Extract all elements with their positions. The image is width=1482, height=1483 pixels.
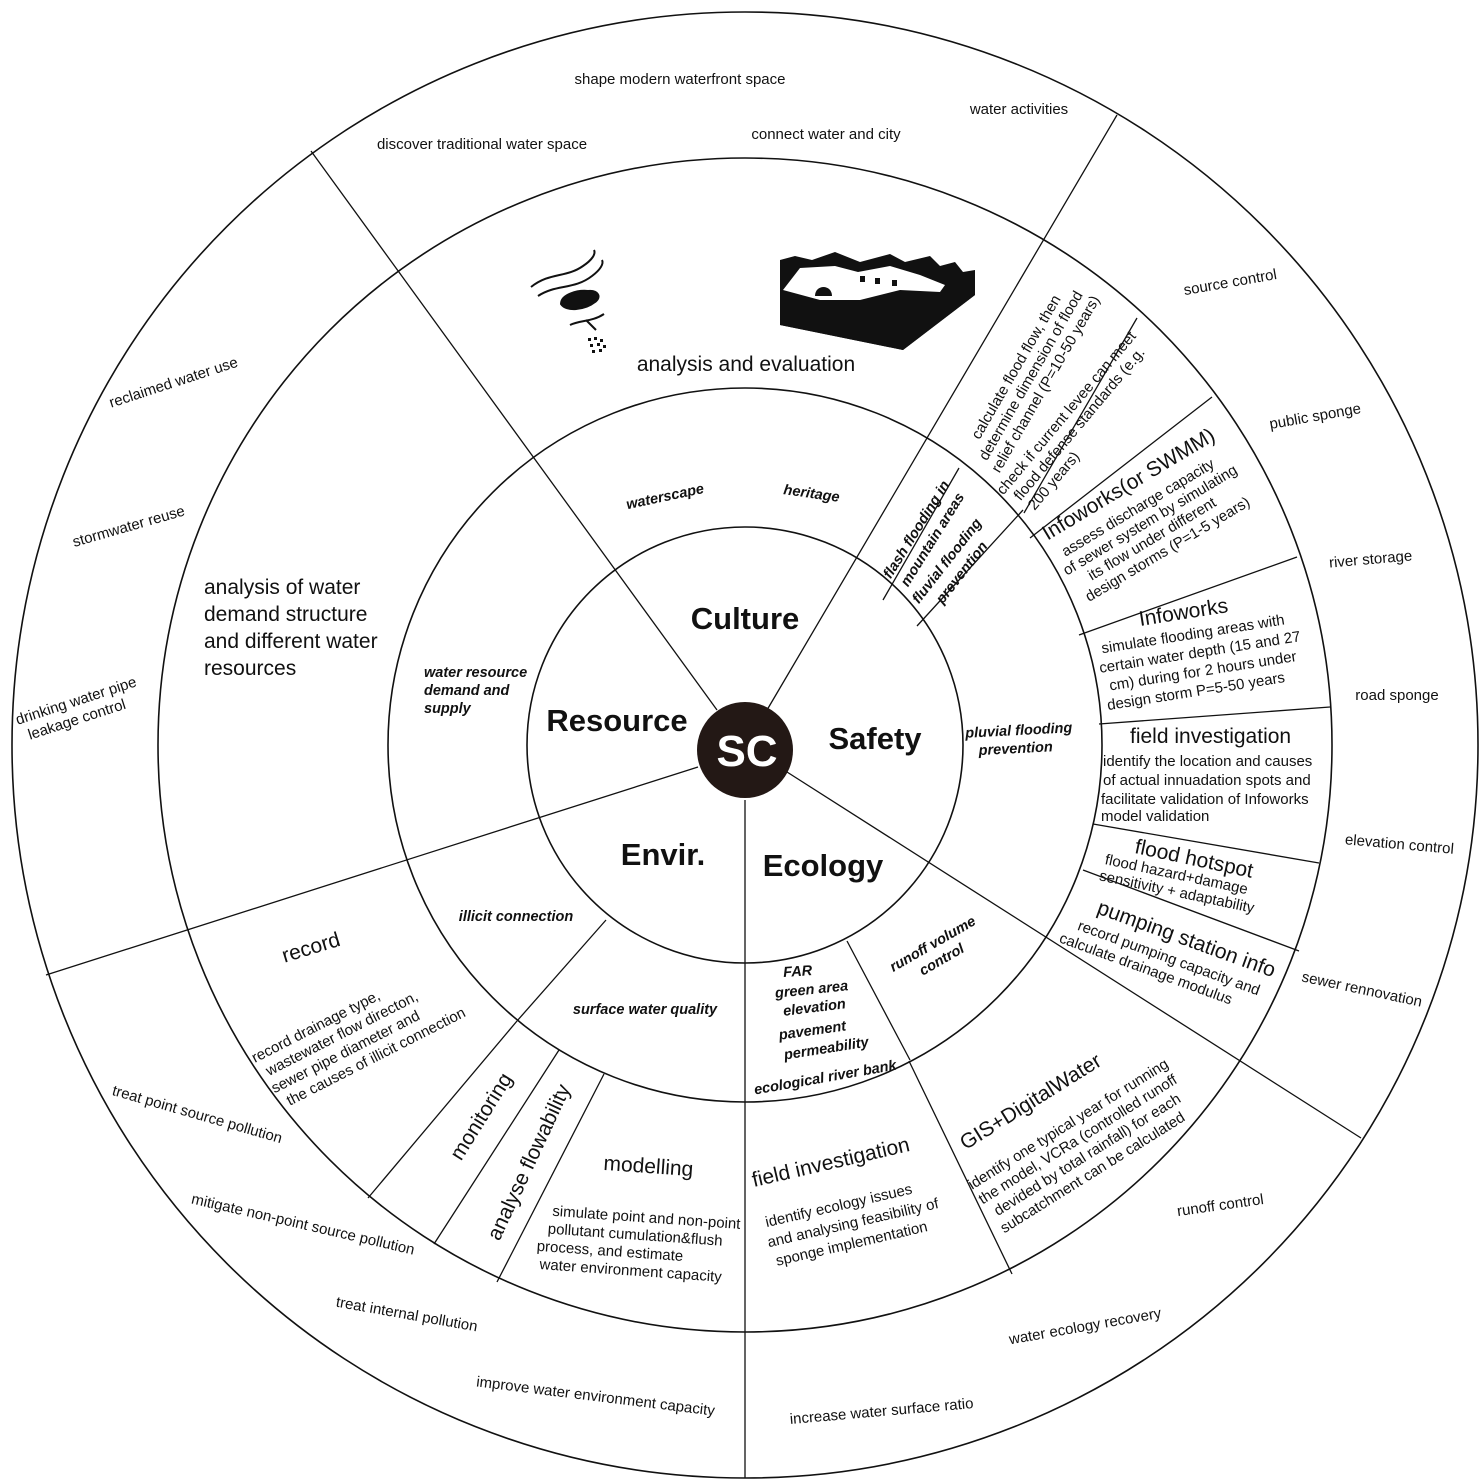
method-modelling: modelling simulate point and non-point p…: [536, 1152, 742, 1286]
method-analysis-evaluation: analysis and evaluation: [637, 353, 855, 376]
measure-sewer-rennovation: sewer rennovation: [1300, 969, 1423, 1011]
aspect-water-resource-2: demand and: [424, 683, 511, 699]
measure-mitigate-nonpoint: mitigate non-point source pollution: [190, 1191, 416, 1259]
divider-ecofactors-runoff: [846, 940, 911, 1061]
aspect-water-resource-1: water resource: [424, 665, 527, 681]
method-field-investigation-ecology-title: field investigation: [750, 1133, 912, 1192]
divider-infoworks-field: [1098, 706, 1331, 725]
divider-modelling-flowability: [496, 1073, 605, 1283]
aspect-waterscape: waterscape: [625, 481, 706, 513]
aspect-ecology-factors: FAR green area elevation pavement permea…: [753, 963, 899, 1098]
aspect-pluvial-flooding-1: pluvial flooding: [964, 720, 1073, 742]
aspect-water-resource-3: supply: [424, 701, 472, 717]
method-record-title: record: [279, 928, 343, 967]
measure-public-sponge: public sponge: [1268, 400, 1362, 433]
divider-swmm-infoworks: [1078, 556, 1298, 636]
historic-waterfront-block-icon: [780, 252, 975, 350]
categories: Culture Safety Ecology Envir. Resource: [546, 601, 922, 883]
measure-increase-water-surface: increase water surface ratio: [789, 1395, 974, 1428]
divider-hotspot-pumping: [1082, 869, 1300, 952]
method-field-investigation-safety-body-1: identify the location and causes: [1103, 753, 1312, 770]
measure-reclaimed-water: reclaimed water use: [107, 354, 240, 412]
sector-dividers: [45, 114, 1362, 1478]
divider-fluvial-pluvial: [916, 509, 1024, 627]
divider-culture-safety: [766, 114, 1118, 711]
aspect-illicit-connection: illicit connection: [459, 909, 574, 925]
category-culture: Culture: [691, 601, 800, 636]
method-modelling-title: modelling: [603, 1152, 694, 1181]
center-circle: [697, 702, 793, 798]
aspect-heritage: heritage: [783, 482, 841, 506]
category-safety: Safety: [828, 721, 922, 756]
method-field-investigation-safety: field investigation identify the locatio…: [1101, 725, 1312, 825]
method-water-demand: analysis of water demand structure and d…: [204, 576, 378, 680]
measure-river-storage: river storage: [1328, 547, 1413, 571]
measure-stormwater-reuse: stormwater reuse: [71, 503, 187, 551]
measure-source-control: source control: [1182, 266, 1278, 299]
divider-field-gis: [908, 1060, 1013, 1275]
divider-levee-swmm: [1029, 396, 1213, 539]
divider-flowability-monitoring: [433, 1049, 560, 1245]
divider-monitoring-record: [367, 1020, 518, 1199]
divider-safety-ecology: [786, 771, 1362, 1139]
divider-flow-levee: [1023, 317, 1138, 514]
measure-treat-internal: treat internal pollution: [335, 1294, 479, 1336]
measure-discover-traditional: discover traditional water space: [377, 136, 587, 153]
aspect-green-area: green area: [773, 978, 849, 1002]
divider-surface-illicit: [516, 919, 607, 1022]
aspect-pluvial-flooding-2: prevention: [977, 739, 1053, 759]
method-infoworks: Infoworks simulate flooding areas with c…: [1098, 594, 1302, 714]
method-field-investigation-safety-body-3: facilitate validation of Infoworks: [1101, 791, 1309, 808]
measure-road-sponge: road sponge: [1355, 687, 1438, 704]
measure-improve-capacity: improve water environment capacity: [475, 1373, 716, 1419]
aspect-surface-water-quality: surface water quality: [573, 1002, 718, 1018]
measure-water-activities: water activities: [969, 101, 1068, 118]
measure-shape-waterfront: shape modern waterfront space: [575, 71, 786, 88]
method-gis-digitalwater: GIS+DigitalWater identify one typical ye…: [956, 1049, 1188, 1237]
measure-connect-water-city: connect water and city: [751, 126, 901, 143]
method-water-demand-1: analysis of water: [204, 576, 360, 599]
method-field-investigation-safety-body-4: model validation: [1101, 808, 1209, 825]
method-record: record record drainage type, wastewater …: [249, 928, 468, 1109]
method-water-demand-2: demand structure: [204, 603, 367, 626]
method-water-demand-4: resources: [204, 657, 296, 680]
method-field-investigation-ecology: field investigation identify ecology iss…: [750, 1133, 941, 1269]
method-field-investigation-safety-body-2: of actual innuadation spots and: [1103, 772, 1311, 789]
river-sketch-icon: [530, 249, 606, 353]
method-water-demand-3: and different water: [204, 630, 378, 653]
divider-resource-culture: [310, 150, 718, 711]
method-monitoring: monitoring: [446, 1069, 517, 1164]
category-ecology: Ecology: [763, 848, 884, 883]
category-resource: Resource: [546, 703, 687, 738]
measure-runoff-control: runoff control: [1176, 1191, 1265, 1220]
center-hub: SC: [697, 702, 793, 798]
category-envir: Envir.: [621, 837, 705, 872]
divider-flash-fluvial: [882, 467, 960, 601]
divider-field-hotspot: [1092, 823, 1320, 864]
measure-elevation-control: elevation control: [1344, 831, 1454, 857]
measure-treat-point-source: treat point source pollution: [110, 1082, 284, 1147]
method-field-investigation-safety-title: field investigation: [1130, 725, 1291, 748]
aspect-elevation: elevation: [782, 996, 846, 1020]
aspect-far: FAR: [783, 963, 814, 981]
center-label: SC: [716, 727, 777, 776]
divider-envir-resource: [45, 766, 699, 976]
measure-water-ecology-recovery: water ecology recovery: [1007, 1305, 1163, 1349]
